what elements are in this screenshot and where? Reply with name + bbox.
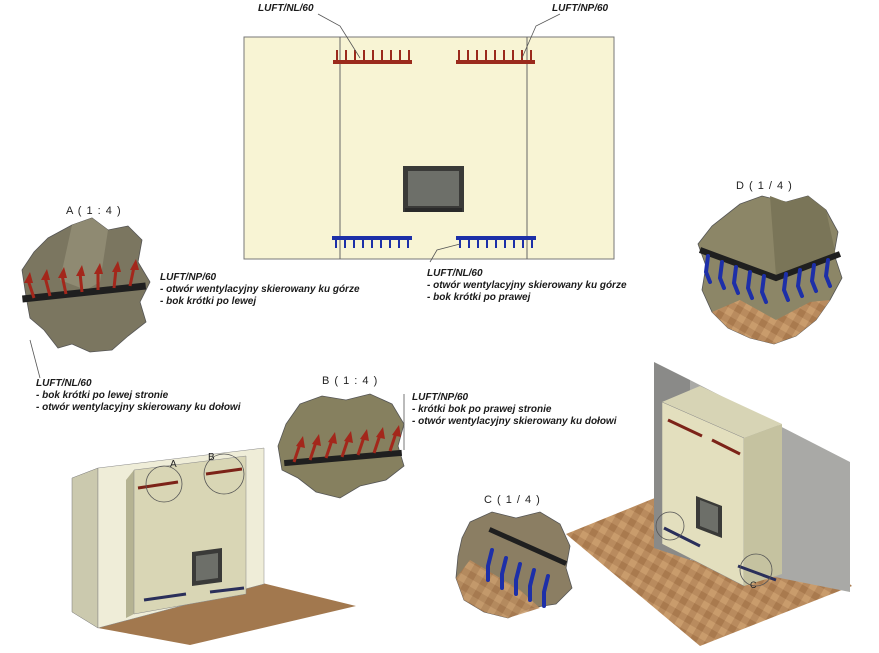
iso-left-floor [98, 580, 356, 645]
iso-right-door [696, 496, 722, 538]
detail-b-stone [277, 393, 405, 499]
detail-a-bottom-note: LUFT/NL/60 - bok krótki po lewej stronie… [36, 378, 241, 414]
detail-b-note-line1: - krótki bok po prawej stronie [412, 404, 552, 415]
detail-b-title: B ( 1 : 4 ) [322, 375, 379, 387]
detail-c-blue-hooks [486, 548, 550, 608]
detail-c-title: C ( 1 / 4 ) [484, 494, 541, 506]
front-label-bottom-line1: - otwór wentylacyjny skierowany ku górze [427, 280, 627, 291]
detail-a-right-note-line1: - otwór wentylacyjny skierowany ku górze [160, 284, 360, 295]
detail-a-right-note-name: LUFT/NP/60 [160, 272, 217, 283]
detail-d-blue-hooks [703, 254, 832, 304]
front-bracket-top-left [333, 50, 412, 64]
detail-a-red-hooks [24, 259, 139, 299]
detail-d-title: D ( 1 / 4 ) [736, 180, 793, 192]
iso-right-assembly [566, 362, 852, 646]
detail-b-note: LUFT/NP/60 - krótki bok po prawej stroni… [412, 392, 617, 428]
iso-right-callout-c: C [750, 580, 758, 590]
front-bracket-bottom-left [332, 236, 412, 248]
front-label-top-right: LUFT/NP/60 [552, 3, 609, 14]
front-leader-lines [317, 13, 561, 263]
detail-b [277, 393, 405, 499]
front-label-bottom-line2: - bok krótki po prawej [427, 292, 531, 303]
iso-left-door [192, 548, 222, 586]
detail-a [21, 217, 151, 379]
front-view [243, 13, 615, 263]
detail-c [455, 511, 573, 619]
iso-left-callout-a: A [170, 459, 178, 470]
detail-a-title: A ( 1 : 4 ) [66, 205, 122, 217]
front-wall [243, 36, 615, 260]
detail-a-bottom-note-line1: - bok krótki po lewej stronie [36, 390, 169, 401]
front-label-bottom-name: LUFT/NL/60 [427, 268, 483, 279]
iso-left-callout-b: B [208, 452, 216, 463]
iso-left-assembly [71, 447, 356, 645]
detail-a-bottom-note-line2: - otwór wentylacyjny skierowany ku dołow… [36, 402, 241, 413]
detail-a-right-note-line2: - bok krótki po lewej [160, 296, 257, 307]
front-fireplace-door [403, 166, 464, 212]
detail-d [697, 195, 843, 345]
front-label-top-left: LUFT/NL/60 [258, 3, 314, 14]
front-label-bottom: LUFT/NL/60 - otwór wentylacyjny skierowa… [427, 268, 627, 304]
detail-b-red-hooks [292, 425, 401, 463]
detail-b-note-name: LUFT/NP/60 [412, 392, 469, 403]
front-bracket-bottom-right [456, 236, 536, 248]
detail-a-right-note: LUFT/NP/60 - otwór wentylacyjny skierowa… [160, 272, 360, 308]
detail-b-note-line2: - otwór wentylacyjny skierowany ku dołow… [412, 416, 617, 427]
front-bracket-top-right [456, 50, 535, 64]
detail-a-bottom-note-name: LUFT/NL/60 [36, 378, 92, 389]
